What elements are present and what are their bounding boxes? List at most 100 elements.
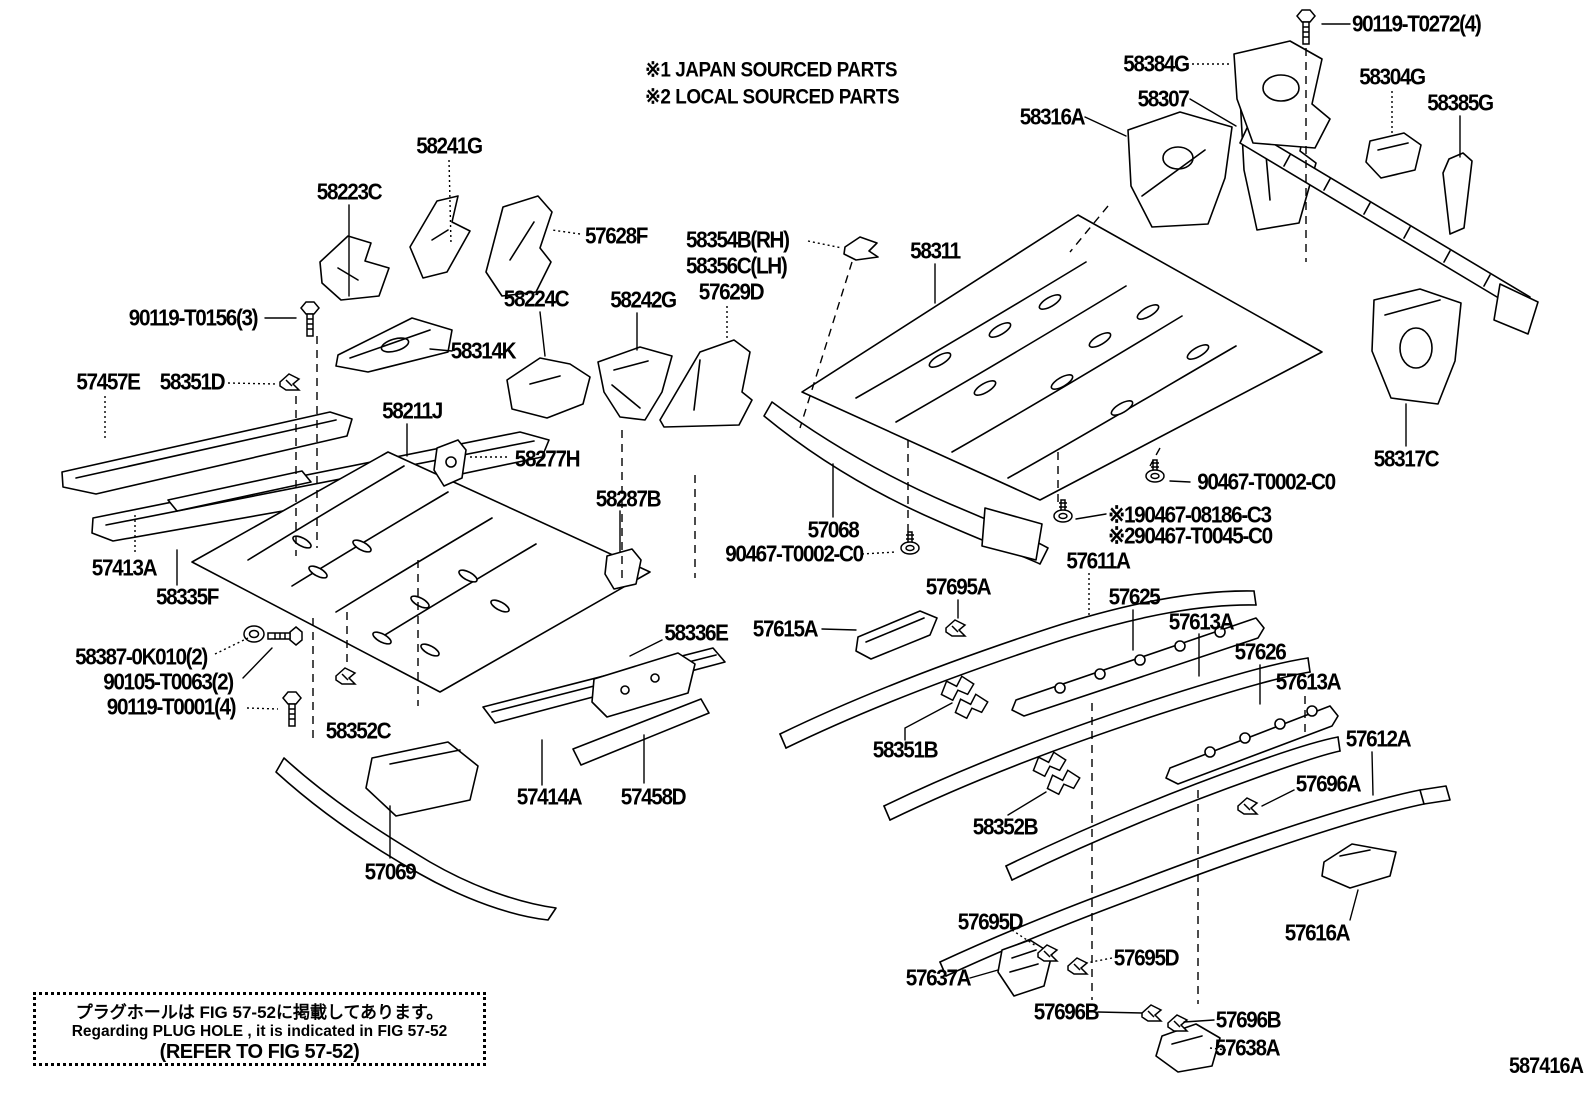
part-label-90119t00014: 90119-T0001(4) (106, 693, 237, 720)
part-label-57611a: 57611A (1066, 547, 1131, 574)
push-pin-icon (900, 531, 920, 555)
part-58277h-bracket (433, 439, 467, 487)
part-label-290467t0045c0: ※290467-T0045-C0 (1108, 522, 1273, 549)
part-label-57696b: 57696B (1215, 1006, 1282, 1033)
part-57625-member-plate (1011, 617, 1265, 717)
part-58317c-panel (1371, 288, 1462, 405)
part-57069-crossmember (275, 741, 557, 921)
part-57696b-clip-left (1141, 1004, 1162, 1022)
part-label-57695d: 57695D (1113, 944, 1180, 971)
part-57695a-clip (945, 619, 966, 637)
part-58316a-panel (1127, 111, 1233, 228)
part-label-57069: 57069 (364, 858, 417, 885)
part-label-58384g: 58384G (1123, 50, 1190, 77)
figure-number-587416a: 587416A (1508, 1053, 1584, 1078)
part-label-58351d: 58351D (159, 368, 226, 395)
part-label-57413a: 57413A (91, 554, 158, 581)
part-label-57615a: 57615A (752, 615, 819, 642)
part-57628f-bracket (485, 195, 553, 297)
part-label-57637a: 57637A (905, 964, 972, 991)
plug-hole-note-refer: (REFER TO FIG 57-52) (159, 1041, 360, 1063)
leader-lines-dotted (104, 63, 1393, 1051)
part-label-57696b: 57696B (1033, 998, 1100, 1025)
legend-note-1japansourcedparts: ※1 JAPAN SOURCED PARTS (645, 58, 898, 82)
part-label-57626: 57626 (1234, 638, 1287, 665)
part-58352c-clip (335, 667, 356, 685)
assembly-lines-dashed (295, 48, 1307, 1004)
part-label-58351b: 58351B (872, 736, 939, 763)
part-58385g-strip (1442, 152, 1473, 235)
legend-note-2localsourcedparts: ※2 LOCAL SOURCED PARTS (645, 85, 900, 109)
part-label-57068: 57068 (807, 516, 860, 543)
part-57696a-clip (1237, 797, 1258, 815)
part-label-57695a: 57695A (925, 573, 992, 600)
part-label-19046708186c3: ※190467-08186-C3 (1108, 501, 1272, 528)
part-lower-back-reinforcement (1239, 127, 1539, 335)
part-label-58356clh: 58356C(LH) (686, 252, 788, 279)
part-label-58304g: 58304G (1359, 63, 1426, 90)
part-label-58311: 58311 (910, 237, 961, 264)
push-pin-icon (1053, 499, 1073, 523)
part-58223c-bracket (319, 235, 390, 301)
part-label-58385g: 58385G (1427, 89, 1494, 116)
part-label-58317c: 58317C (1373, 445, 1440, 472)
part-57613a-side-member-front (883, 657, 1311, 821)
bolt-icon (267, 626, 303, 646)
part-57457e-rocker-outer (61, 411, 353, 495)
plug-hole-note-box: プラグホールは FIG 57-52に掲載してあります。 Regarding PL… (33, 992, 486, 1066)
part-label-57613a: 57613A (1168, 608, 1235, 635)
part-label-90105t00632: 90105-T0063(2) (103, 668, 234, 695)
part-57458d-rocker-reinforcement (572, 698, 710, 766)
part-58336e-bracket (591, 652, 696, 718)
part-label-58336e: 58336E (664, 619, 729, 646)
part-58224c-bracket (506, 357, 591, 419)
part-label-90467t0002c0: 90467-T0002-C0 (725, 540, 864, 567)
grommet-icon (243, 625, 265, 643)
part-label-58241g: 58241G (416, 132, 483, 159)
part-label-90119t01563: 90119-T0156(3) (128, 304, 259, 331)
part-57696b-clip-right (1167, 1014, 1188, 1032)
part-label-57629d: 57629D (698, 278, 765, 305)
part-57615a-member-end (855, 610, 938, 660)
part-label-58354brh: 58354B(RH) (686, 226, 790, 253)
part-label-58335f: 58335F (155, 583, 219, 610)
part-57629d-bracket (659, 339, 753, 428)
part-58241g-bracket (409, 195, 471, 279)
bolt-icon (300, 301, 320, 337)
bolt-icon (1296, 9, 1316, 45)
part-label-58314k: 58314K (450, 337, 517, 364)
part-label-58316a: 58316A (1019, 103, 1086, 130)
part-57695d-clip-right (1067, 957, 1088, 975)
part-label-90467t0002c0: 90467-T0002-C0 (1197, 468, 1336, 495)
part-label-57616a: 57616A (1284, 919, 1351, 946)
part-58304g-plate (1365, 132, 1422, 179)
part-57626-member-plate (1165, 705, 1339, 785)
part-label-58352c: 58352C (325, 717, 392, 744)
part-58354b-clip (843, 236, 879, 261)
bolt-icon (282, 691, 302, 727)
plug-hole-note-jp: プラグホールは FIG 57-52に掲載してあります。 (75, 1003, 444, 1022)
part-58314k-plate (335, 317, 453, 373)
part-label-58242g: 58242G (610, 286, 677, 313)
part-58287b-bracket (604, 548, 642, 590)
part-58211j-front-floor-pan (191, 451, 651, 693)
part-label-57414a: 57414A (516, 783, 583, 810)
plug-hole-note-en: Regarding PLUG HOLE , it is indicated in… (71, 1023, 448, 1040)
part-label-57695d: 57695D (957, 908, 1024, 935)
part-58311-rear-floor-pan (801, 214, 1323, 501)
part-label-58277h: 58277H (514, 445, 581, 472)
part-label-583870k0102: 58387-0K010(2) (75, 643, 208, 670)
part-label-58211j: 58211J (382, 397, 443, 424)
leader-lines-solid (176, 23, 1461, 1023)
part-label-58287b: 58287B (595, 485, 662, 512)
part-label-90119t02724: 90119-T0272(4) (1352, 10, 1482, 37)
part-label-58224c: 58224C (503, 285, 570, 312)
part-57638a-bracket (1155, 1023, 1221, 1073)
part-label-57638a: 57638A (1214, 1034, 1281, 1061)
part-label-58223c: 58223C (316, 178, 383, 205)
push-pin-icon (1145, 459, 1165, 483)
part-58384g-bracket (1233, 40, 1331, 149)
part-57616a-bracket (1321, 843, 1397, 889)
